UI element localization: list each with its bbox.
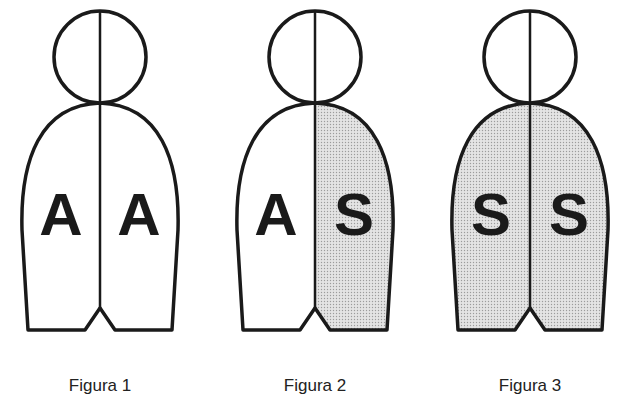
figure-one [22, 11, 178, 330]
letter-row: AA [22, 180, 178, 250]
half-letter: S [315, 185, 393, 245]
figure-caption: Figura 2 [284, 376, 346, 396]
figure-caption: Figura 3 [499, 376, 561, 396]
figure-three [452, 11, 608, 330]
letter-row: AS [237, 180, 393, 250]
half-letter: A [22, 185, 100, 245]
figure-caption: Figura 1 [69, 376, 131, 396]
letter-row: SS [452, 180, 608, 250]
half-letter: A [237, 185, 315, 245]
body-shape: AS [237, 103, 393, 330]
half-letter: A [100, 185, 178, 245]
half-letter: S [530, 185, 608, 245]
figure-two [237, 11, 393, 330]
body-shape: SS [452, 103, 608, 330]
half-letter: S [452, 185, 530, 245]
body-shape: AA [22, 103, 178, 330]
